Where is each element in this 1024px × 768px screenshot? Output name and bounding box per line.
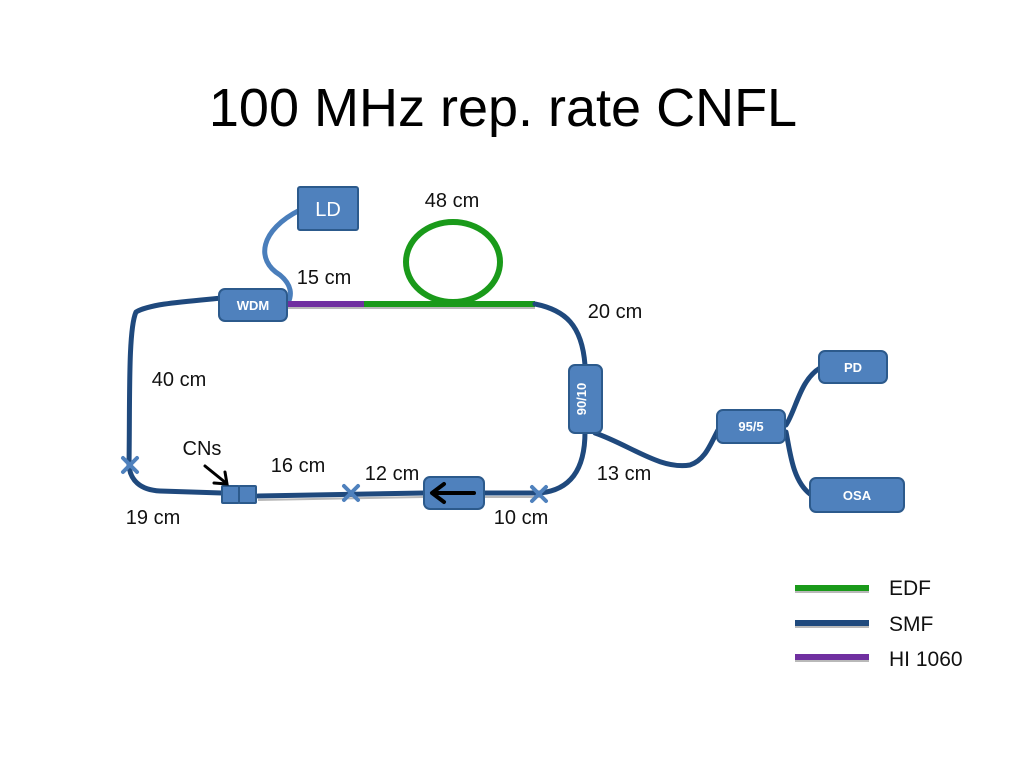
cn-connector [221, 485, 257, 504]
smf-isolator-to-cn [255, 490, 427, 499]
edf-fiber-loop [403, 219, 503, 305]
splice-marker-right [530, 485, 548, 503]
legend-item-hi1060: HI 1060 [795, 648, 963, 671]
smf-after-edf [532, 301, 588, 368]
coupler-9010-label: 90/10 [574, 383, 589, 416]
label-bottom-left-length: 19 cm [126, 507, 180, 529]
isolator-box [423, 476, 485, 510]
legend-label-hi1060: HI 1060 [889, 648, 963, 671]
splice-marker-middle [342, 484, 360, 502]
smf-isolator-to-cn-shadow [257, 496, 425, 501]
label-isolator-left-length: 12 cm [365, 463, 419, 485]
page-title: 100 MHz rep. rate CNFL [209, 78, 797, 138]
smf-left-side [126, 295, 225, 496]
label-after-cn-length: 16 cm [271, 455, 325, 477]
arrow-down-right-icon [203, 464, 229, 486]
label-after-edf-length: 20 cm [588, 301, 642, 323]
legend-item-edf: EDF [795, 577, 931, 600]
arrow-left-icon [430, 482, 476, 504]
label-edf-length: 48 cm [425, 190, 479, 212]
splice-marker-left [121, 456, 139, 474]
pd-box: PD [818, 350, 888, 384]
label-left-side-length: 40 cm [152, 369, 206, 391]
coupler-955-label: 95/5 [738, 419, 763, 434]
ld-label: LD [315, 199, 341, 221]
smf-output-fiber [592, 427, 721, 469]
smf-coupler-to-isolator [481, 429, 588, 496]
pd-label: PD [844, 360, 862, 375]
coupler-9010-box: 90/10 [568, 364, 603, 434]
osa-box: OSA [809, 477, 905, 513]
label-isolator-right-length: 10 cm [494, 507, 548, 529]
label-cns: CNs [183, 438, 222, 460]
label-hi1060-length: 15 cm [297, 267, 351, 289]
osa-label: OSA [843, 488, 872, 503]
legend-label-edf: EDF [889, 577, 931, 600]
ld-pigtail [262, 207, 303, 306]
smf-to-osa [783, 429, 813, 497]
coupler-955-box: 95/5 [716, 409, 786, 444]
smf-to-pd [783, 365, 823, 428]
legend-label-smf: SMF [889, 613, 933, 636]
legend: EDF SMF HI 1060 [795, 577, 963, 671]
wdm-label: WDM [237, 298, 270, 313]
wdm-box: WDM [218, 288, 288, 322]
legend-item-smf: SMF [795, 613, 933, 636]
label-output-length: 13 cm [597, 463, 651, 485]
ld-box: LD [297, 186, 359, 231]
